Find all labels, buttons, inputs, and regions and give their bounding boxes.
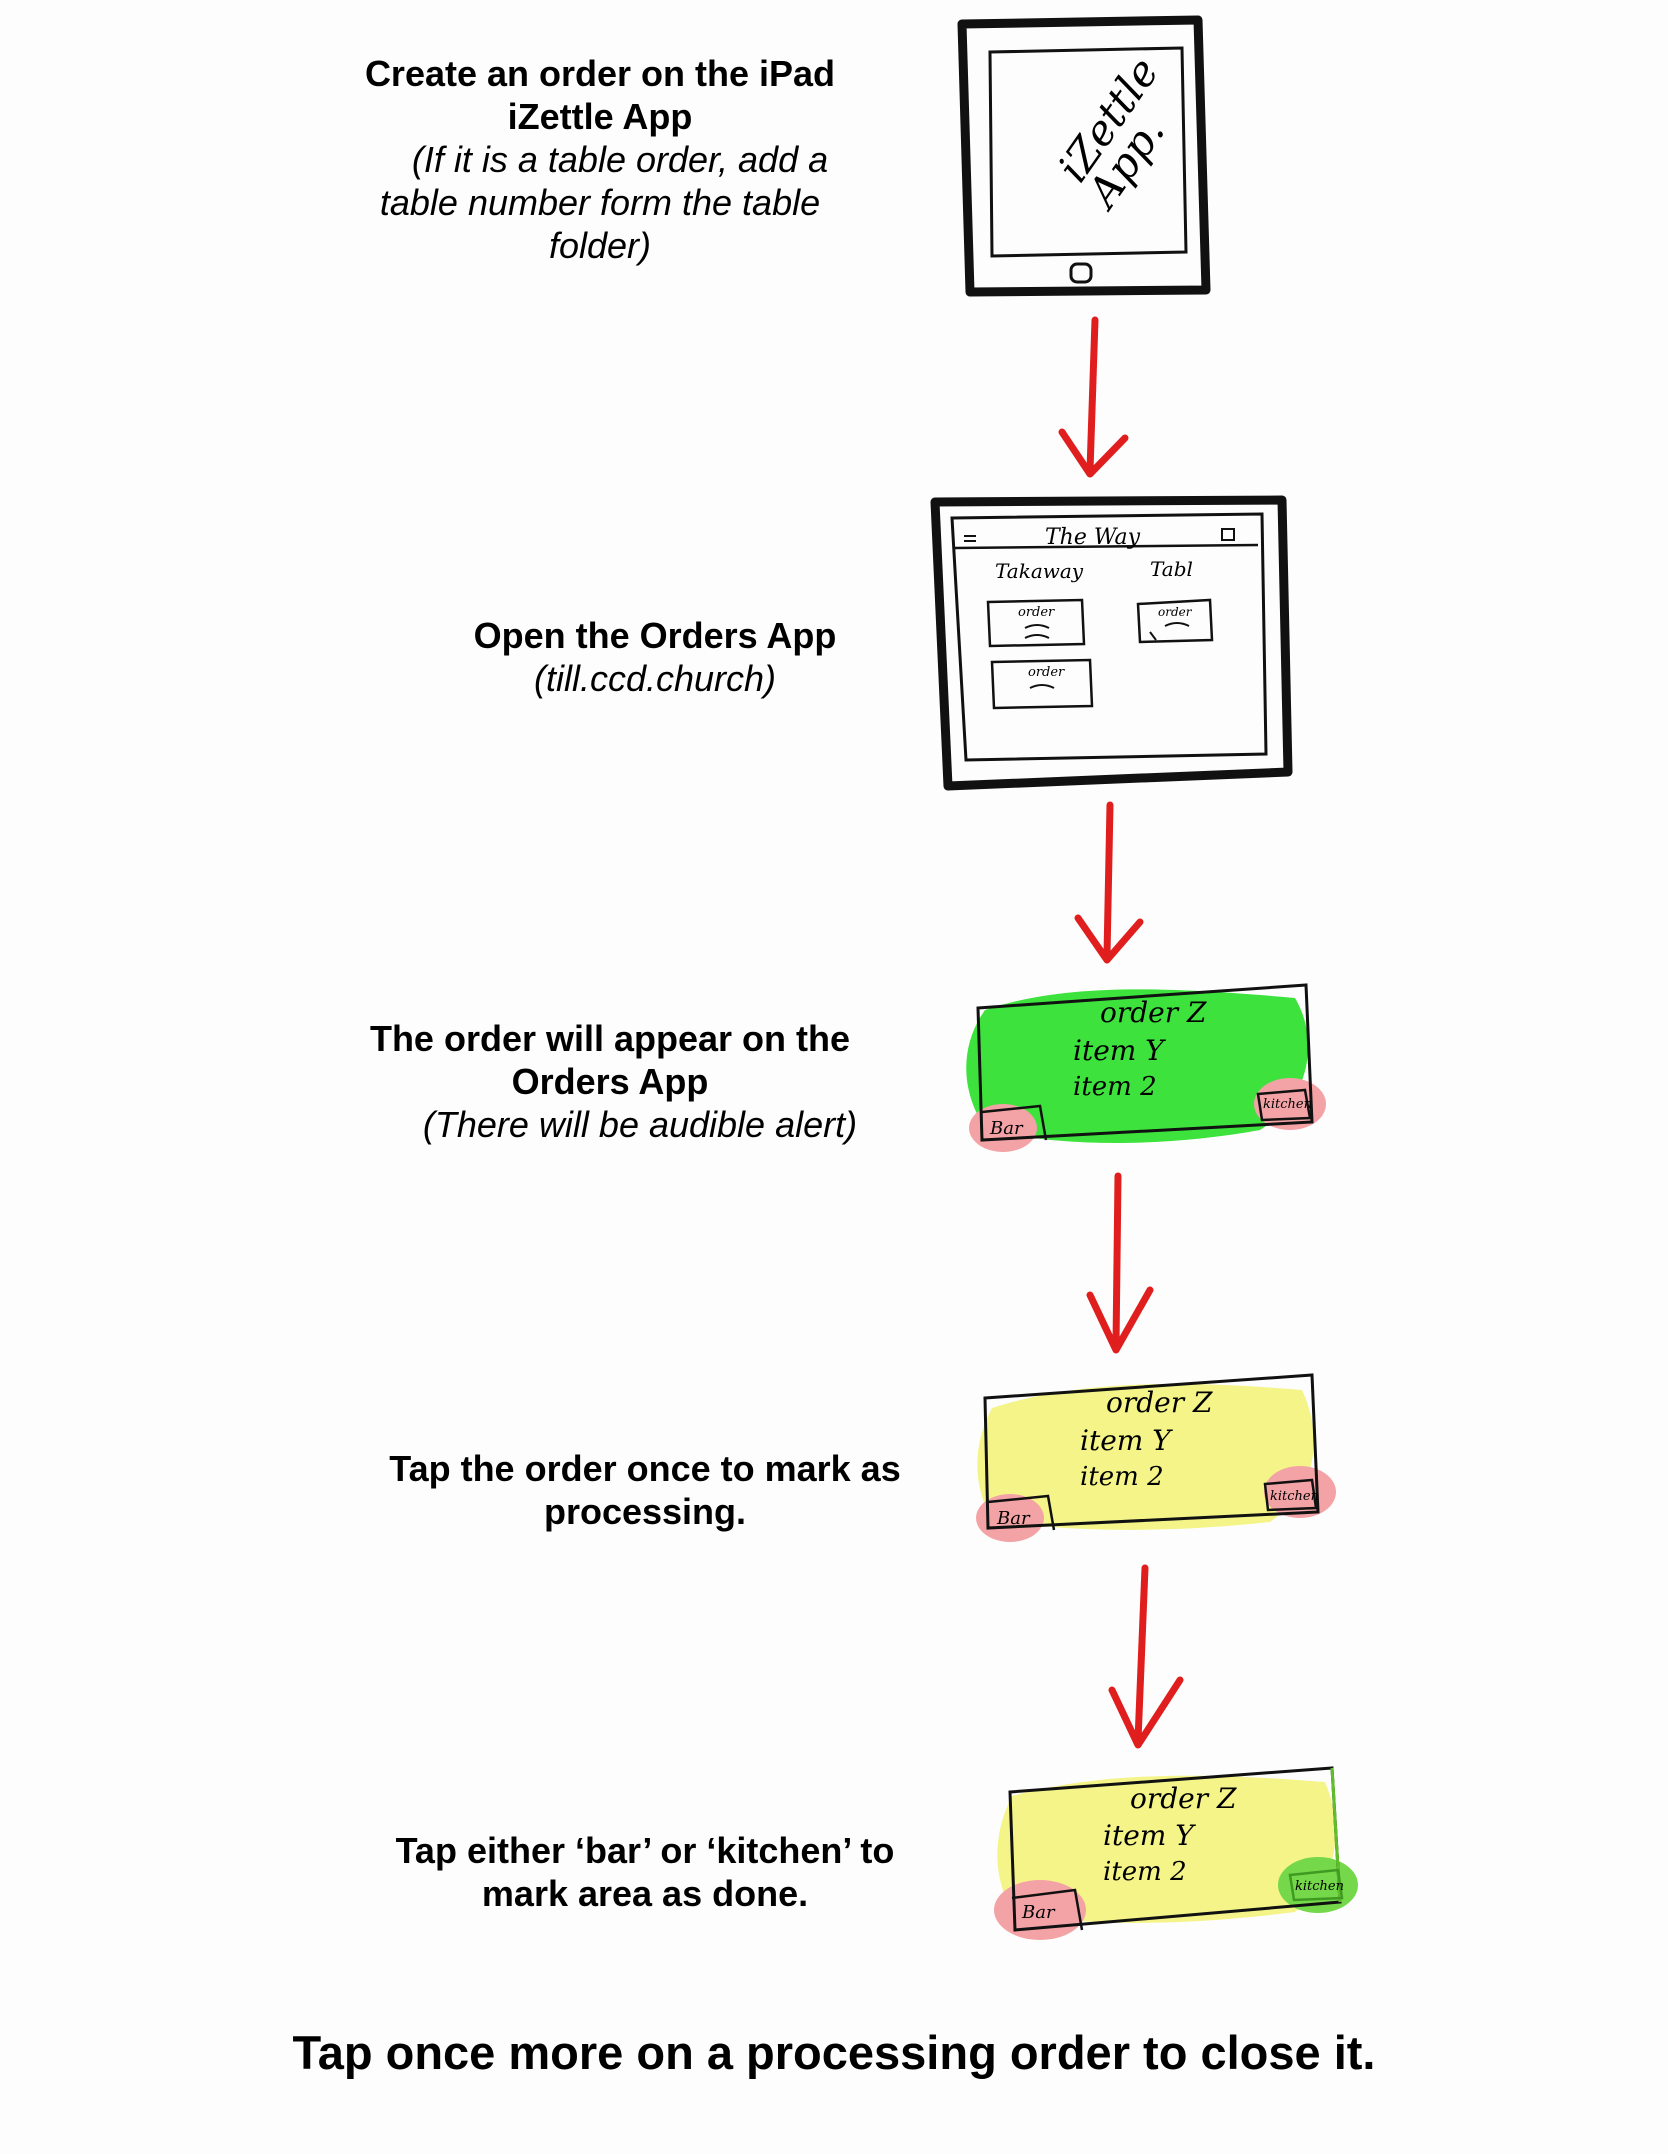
card-2-item-2: item 2: [1080, 1462, 1164, 1492]
step-4-title: Tap the order once to mark as: [389, 1448, 901, 1489]
ipad-sketch: iZettle App.: [957, 15, 1211, 297]
footer-instruction: Tap once more on a processing order to c…: [292, 2026, 1376, 2079]
card-2-item-1: item Y: [1080, 1424, 1173, 1457]
step-2-note: (till.ccd.church): [533, 658, 777, 699]
step-3-title-2: Orders App: [511, 1061, 709, 1102]
card-3-bar: Bar: [1021, 1902, 1056, 1923]
mini-order-label-3: order: [1158, 605, 1193, 619]
card-1-bar: Bar: [989, 1118, 1024, 1139]
orders-app-header: The Way: [1045, 525, 1141, 550]
mini-order-label-2: order: [1028, 665, 1065, 680]
step-3-note: (There will be audible alert): [422, 1104, 858, 1145]
step-1-note-2: table number form the table: [379, 182, 821, 223]
card-3-kitchen: kitchen: [1295, 1879, 1344, 1894]
step-4-title-2: processing.: [543, 1491, 747, 1532]
arrow-4: [1108, 1564, 1184, 1749]
step-4-text: Tap the order once to mark as processing…: [360, 1447, 930, 1533]
card-2-title: order Z: [1106, 1386, 1213, 1419]
step-1-title: Create an order on the iPad: [364, 53, 836, 94]
order-card-new: order Z item Y item 2 Bar kitchen: [966, 983, 1326, 1152]
arrow-2: [1074, 801, 1144, 964]
step-1-title-2: iZettle App: [507, 96, 693, 137]
card-2-kitchen: kitchen: [1270, 1489, 1319, 1504]
card-3-item-2: item 2: [1103, 1857, 1187, 1887]
mini-order-label-1: order: [1018, 605, 1055, 620]
step-5-text: Tap either ‘bar’ or ‘kitchen’ to mark ar…: [370, 1829, 920, 1915]
orders-app-col-table: Tabl: [1150, 557, 1193, 581]
step-3-text: The order will appear on the Orders App …: [330, 1017, 890, 1146]
step-1-note-3: folder): [548, 225, 652, 266]
arrow-3: [1086, 1172, 1154, 1354]
card-1-title: order Z: [1100, 996, 1207, 1029]
order-card-processing: order Z item Y item 2 Bar kitchen: [976, 1373, 1336, 1542]
card-3-title: order Z: [1130, 1782, 1237, 1815]
order-card-kitchen-done: order Z item Y item 2 Bar kitchen: [994, 1766, 1358, 1940]
flow-arrows: [1058, 316, 1184, 1749]
card-1-item-1: item Y: [1073, 1034, 1166, 1067]
orders-app-sketch: The Way Takaway Tabl order order order: [930, 495, 1293, 791]
arrow-1: [1058, 316, 1129, 478]
step-5-title-2: mark area as done.: [481, 1873, 809, 1914]
step-5-title: Tap either ‘bar’ or ‘kitchen’ to: [395, 1830, 895, 1871]
card-1-item-2: item 2: [1073, 1072, 1157, 1102]
step-1-text: Create an order on the iPad iZettle App …: [330, 52, 870, 267]
step-1-note-1: (If it is a table order, add a: [411, 139, 829, 180]
orders-app-col-takeaway: Takaway: [995, 559, 1084, 583]
card-1-kitchen: kitchen: [1263, 1097, 1312, 1112]
step-3-title: The order will appear on the: [369, 1018, 851, 1059]
step-2-title: Open the Orders App: [473, 615, 837, 656]
card-2-bar: Bar: [996, 1508, 1031, 1529]
card-3-item-1: item Y: [1103, 1819, 1196, 1852]
step-2-text: Open the Orders App (till.ccd.church): [440, 614, 870, 700]
